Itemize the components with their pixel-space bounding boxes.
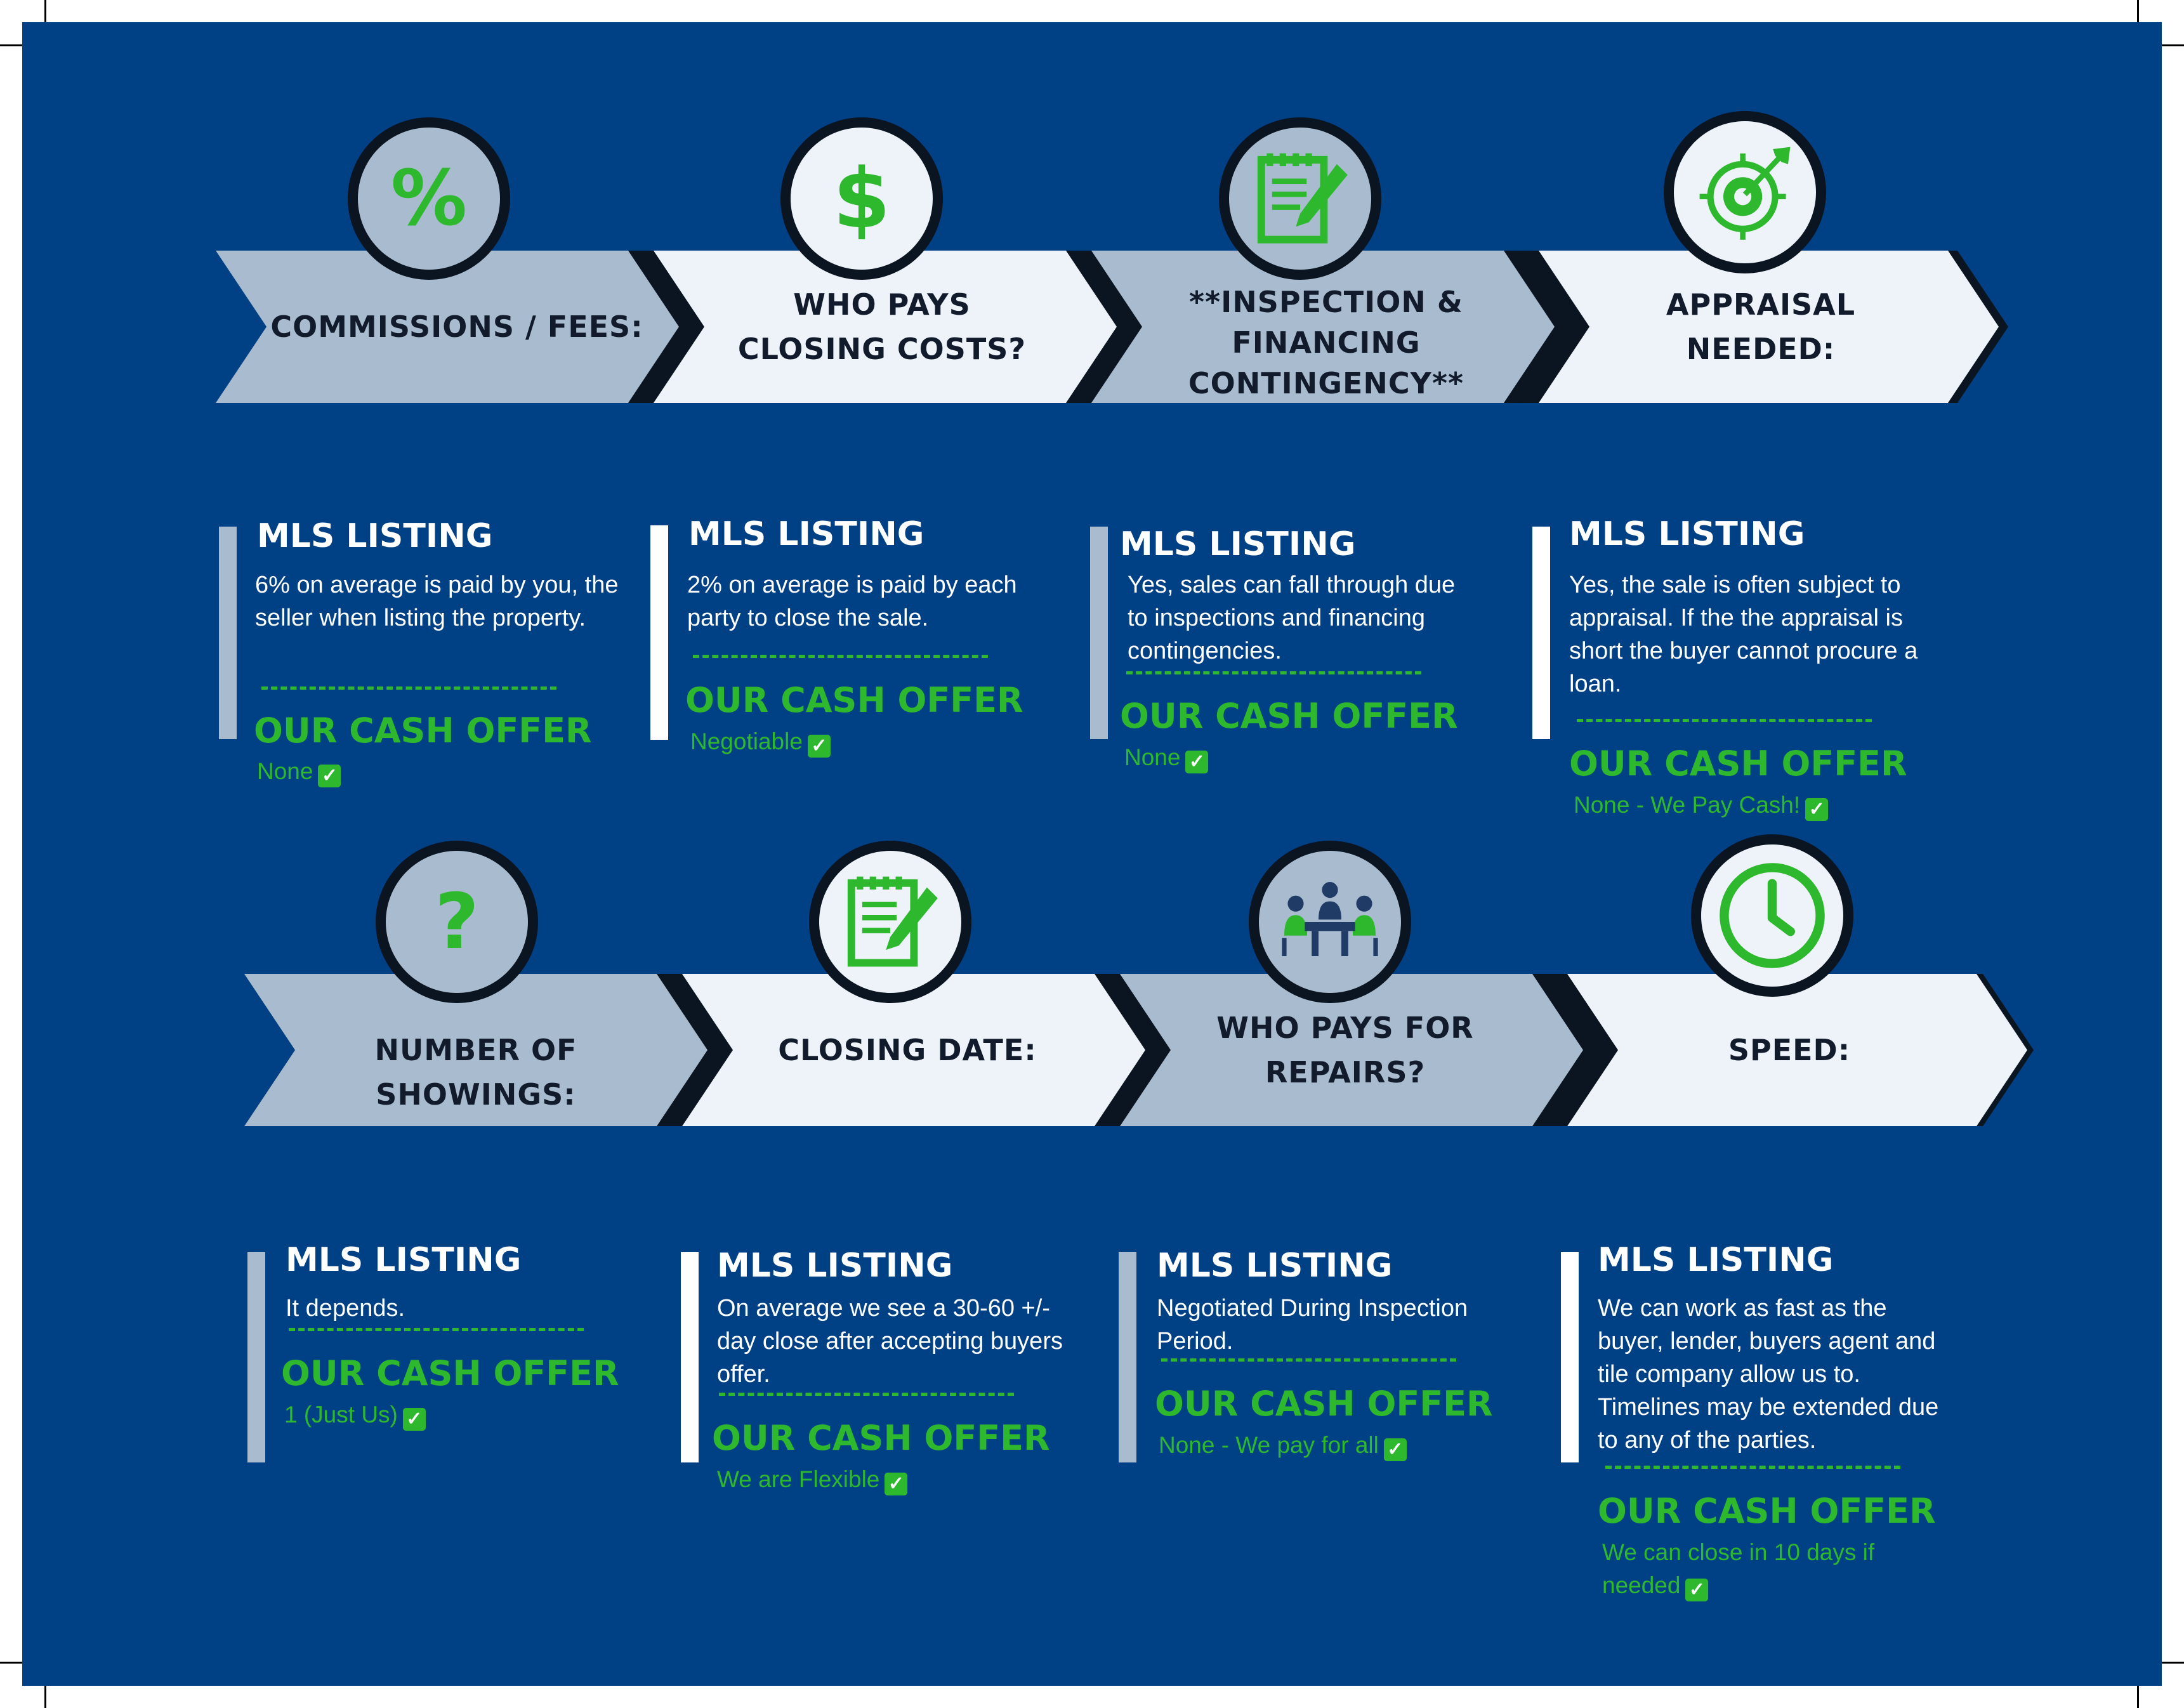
- mls-listing-heading: MLS LISTING: [286, 1241, 522, 1279]
- checkmark-icon: ✓: [1383, 1438, 1407, 1461]
- notepad-pencil-icon: [1257, 153, 1348, 244]
- mls-listing-heading: MLS LISTING: [257, 517, 493, 555]
- cash-offer-text: None✓: [257, 755, 341, 788]
- cash-offer-text: 1 (Just Us)✓: [284, 1398, 426, 1431]
- mls-listing-text: We can work as fast as the buyer, lender…: [1598, 1295, 1939, 1454]
- checkmark-icon: ✓: [402, 1408, 426, 1431]
- notepad-pencil-icon: [847, 876, 938, 967]
- checkmark-icon: ✓: [1685, 1579, 1709, 1601]
- cash-offer-text: We are Flexible✓: [717, 1463, 908, 1496]
- meeting-people-icon: [1282, 882, 1378, 956]
- dashed-divider: [693, 655, 988, 658]
- icon-badge: [1219, 117, 1381, 280]
- cash-offer-heading: OUR CASH OFFER: [1155, 1384, 1493, 1424]
- dashed-divider: [1161, 1358, 1456, 1362]
- mls-listing-heading: MLS LISTING: [1569, 515, 1805, 553]
- cash-offer-text: None - We pay for all✓: [1159, 1429, 1407, 1462]
- arrow-speed: [1567, 974, 2027, 1126]
- checkmark-icon: ✓: [1185, 751, 1209, 773]
- mls-listing-heading: MLS LISTING: [688, 515, 924, 553]
- card-accent-bar: [1090, 527, 1108, 739]
- dollar-icon: $: [832, 150, 891, 247]
- percent-icon: %: [390, 154, 468, 243]
- step-label-commissions: COMMISSIONS / FEES:: [270, 310, 643, 344]
- card-accent-bar: [650, 525, 668, 740]
- mls-listing-text: Negotiated During Inspection Period.: [1157, 1295, 1468, 1355]
- icon-badge: [809, 841, 971, 1003]
- checkmark-icon: ✓: [807, 735, 831, 758]
- checkmark-icon: ✓: [318, 765, 341, 787]
- crop-mark: [44, 1686, 46, 1708]
- step-label-speed: SPEED:: [1728, 1033, 1851, 1067]
- step-label-closing-date: CLOSING DATE:: [778, 1033, 1037, 1067]
- cash-offer-text: None✓: [1124, 741, 1209, 774]
- mls-listing-heading: MLS LISTING: [1120, 525, 1356, 563]
- dashed-divider: [289, 1328, 584, 1331]
- mls-listing-text: 6% on average is paid by you, the seller…: [255, 572, 619, 631]
- clock-icon: [1720, 863, 1825, 968]
- mls-listing-heading: MLS LISTING: [1157, 1247, 1393, 1285]
- step-label-showings: NUMBER OF SHOWINGS:: [374, 1033, 577, 1112]
- step-label-inspection: **INSPECTION & FINANCING CONTINGENCY**: [1188, 285, 1464, 400]
- mls-listing-heading: MLS LISTING: [717, 1247, 953, 1285]
- card-accent-bar: [219, 527, 237, 739]
- cash-offer-heading: OUR CASH OFFER: [281, 1353, 619, 1393]
- checkmark-icon: ✓: [885, 1473, 908, 1495]
- cash-offer-text: We can close in 10 days if needed✓: [1602, 1539, 1875, 1601]
- icon-badge: ?: [376, 841, 538, 1003]
- step-label-closing-costs: WHO PAYS CLOSING COSTS?: [737, 287, 1027, 366]
- mls-listing-text: Yes, the sale is often subject to apprai…: [1569, 572, 1918, 697]
- cash-offer-heading: OUR CASH OFFER: [685, 680, 1023, 720]
- mls-listing-heading: MLS LISTING: [1598, 1241, 1834, 1279]
- icon-badge: [1691, 834, 1853, 997]
- icon-badge: [1664, 111, 1826, 273]
- crop-mark: [0, 44, 22, 46]
- mls-listing-text: Yes, sales can fall through due to inspe…: [1128, 572, 1456, 664]
- target-arrow-icon: [1699, 147, 1791, 240]
- cash-offer-text: None - We Pay Cash!✓: [1574, 789, 1829, 822]
- card-accent-bar: [1119, 1252, 1136, 1462]
- crop-mark: [2162, 1662, 2184, 1664]
- checkmark-icon: ✓: [1805, 798, 1829, 821]
- cash-offer-heading: OUR CASH OFFER: [1598, 1491, 1936, 1531]
- cash-offer-heading: OUR CASH OFFER: [254, 711, 592, 751]
- crop-mark: [2162, 44, 2184, 46]
- icon-badge: %: [348, 117, 510, 280]
- crop-mark: [2137, 1686, 2139, 1708]
- cash-offer-heading: OUR CASH OFFER: [712, 1418, 1050, 1458]
- dashed-divider: [261, 686, 556, 690]
- cash-offer-text: Negotiable✓: [690, 725, 831, 758]
- crop-mark: [2137, 0, 2139, 22]
- cash-offer-heading: OUR CASH OFFER: [1569, 744, 1907, 784]
- dashed-divider: [1605, 1466, 1900, 1469]
- card-accent-bar: [247, 1252, 265, 1462]
- icon-badge: [1249, 841, 1411, 1003]
- step-label-repairs: WHO PAYS FOR REPAIRS?: [1216, 1011, 1474, 1089]
- dashed-divider: [1577, 719, 1872, 722]
- crop-mark: [0, 1662, 22, 1664]
- question-icon: ?: [435, 877, 479, 966]
- cash-offer-heading: OUR CASH OFFER: [1120, 696, 1458, 736]
- mls-listing-text: 2% on average is paid by each party to c…: [687, 572, 1017, 631]
- dashed-divider: [1126, 671, 1421, 674]
- arrow-appraisal: [1539, 251, 1999, 403]
- dashed-divider: [719, 1393, 1014, 1396]
- step-label-appraisal: APPRAISAL NEEDED:: [1666, 287, 1856, 366]
- mls-listing-text: It depends.: [286, 1295, 405, 1322]
- card-accent-bar: [681, 1252, 699, 1462]
- icon-badge: $: [780, 117, 943, 280]
- card-accent-bar: [1532, 527, 1550, 739]
- crop-mark: [44, 0, 46, 22]
- mls-listing-text: On average we see a 30-60 +/- day close …: [717, 1295, 1063, 1388]
- card-accent-bar: [1561, 1252, 1579, 1462]
